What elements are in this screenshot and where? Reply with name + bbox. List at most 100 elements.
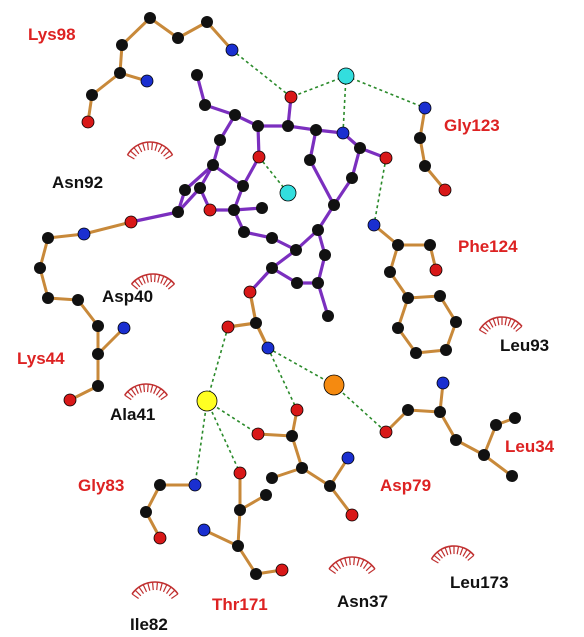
hydrogen-bond: [267, 347, 298, 411]
residue-label-leu34: Leu34: [505, 437, 555, 456]
nitrogen-atom: [140, 74, 154, 88]
contact-ile82: [131, 581, 179, 600]
hydrophobic-spoke: [167, 283, 175, 290]
carbon-atom: [92, 380, 104, 392]
hydrophobic-spoke: [433, 554, 441, 561]
carbon-atom: [312, 224, 324, 236]
hydrogen-bonds: [130, 49, 426, 486]
hydrophobic-spoke: [134, 386, 139, 394]
carbon-atom: [154, 479, 166, 491]
metal-ion: [196, 390, 218, 412]
residue-label-asp40: Asp40: [102, 287, 153, 306]
residue-label-phe124: Phe124: [458, 237, 518, 256]
hydrophobic-spoke: [155, 388, 162, 396]
hydrophobic-spoke: [160, 275, 165, 284]
carbon-atom: [144, 12, 156, 24]
hydrogen-bond: [206, 400, 259, 435]
contact-ala41: [124, 383, 168, 401]
hydrogen-bond: [206, 326, 229, 402]
hydrophobic-spoke: [151, 582, 154, 591]
hydrophobic-spoke: [444, 547, 449, 556]
hydrophobic-spoke: [513, 322, 520, 330]
hydrophobic-spoke: [150, 384, 154, 393]
oxygen-atom: [379, 151, 393, 165]
residue-labels: Lys98 Gly123 Asn92 Phe124 Asp40 Leu93 Ly…: [17, 25, 555, 634]
residue-label-ile82: Ile82: [130, 615, 168, 634]
residue-label-asp79: Asp79: [380, 476, 431, 495]
hydrophobic-spoke: [138, 384, 142, 393]
carbon-atom: [322, 310, 334, 322]
carbon-atom: [229, 109, 241, 121]
hydrogen-bond: [373, 157, 387, 226]
hydrophobic-spoke: [440, 549, 446, 557]
nitrogen-atom: [261, 341, 275, 355]
carbon-atom: [324, 480, 336, 492]
contact-asn37: [328, 556, 376, 575]
oxygen-atom: [81, 115, 95, 129]
oxygen-atom: [63, 393, 77, 407]
carbon-atom: [392, 239, 404, 251]
carbon-atom: [402, 292, 414, 304]
nitrogen-atom: [336, 126, 350, 140]
carbon-atom: [266, 472, 278, 484]
hydrophobic-spoke: [479, 329, 487, 335]
oxygen-atom: [345, 508, 359, 522]
hydrophobic-spoke: [151, 142, 154, 151]
hydrophobic-spoke: [462, 549, 468, 557]
hydrophobic-spoke: [130, 388, 137, 396]
oxygen-atom: [438, 183, 452, 197]
hydrophobic-spoke: [481, 325, 489, 332]
residue-bond: [82, 220, 133, 236]
carbon-atom: [201, 16, 213, 28]
carbon-atom: [250, 568, 262, 580]
hydrogen-bond: [342, 75, 347, 134]
hydrophobic-spoke: [331, 564, 339, 572]
carbon-atom: [440, 344, 452, 356]
ligand-bond: [308, 158, 336, 207]
hydrophobic-spoke: [335, 561, 342, 569]
hydrophobic-spoke: [448, 546, 452, 555]
carbon-atom: [116, 39, 128, 51]
carbon-atom: [250, 317, 262, 329]
hydrophobic-spoke: [368, 568, 376, 575]
nitrogen-atom: [436, 376, 450, 390]
hydrogen-bond: [290, 75, 347, 98]
atoms: [34, 12, 521, 580]
carbon-atom: [310, 124, 322, 136]
hydrophobic-spoke: [496, 317, 500, 326]
nitrogen-atom: [117, 321, 131, 335]
nitrogen-atom: [188, 478, 202, 492]
oxygen-atom: [429, 263, 443, 277]
hydrophobic-spoke: [154, 142, 158, 151]
carbon-atom: [392, 322, 404, 334]
carbon-atom: [232, 540, 244, 552]
oxygen-atom: [233, 466, 247, 480]
hydrophobic-spoke: [131, 593, 139, 600]
carbon-atom: [256, 202, 268, 214]
hydrophobic-spoke: [133, 147, 140, 155]
hydrophobic-spoke: [362, 561, 369, 569]
hydrophobic-spoke: [163, 277, 169, 286]
carbon-atom: [86, 89, 98, 101]
hydrogen-bond: [333, 384, 387, 433]
hydrophobic-spoke: [359, 559, 365, 568]
hydrophobic-spoke: [142, 584, 148, 593]
hydrophobic-spoke: [160, 147, 167, 155]
carbon-atom: [478, 449, 490, 461]
hydrophobic-spoke: [507, 318, 512, 327]
hydrophobic-spoke: [339, 559, 345, 568]
carbon-atom: [319, 249, 331, 261]
residue-label-gly83: Gly83: [78, 476, 124, 495]
carbon-atom: [238, 226, 250, 238]
carbon-atom: [237, 180, 249, 192]
hydrophobic-arc: [124, 383, 168, 396]
nitrogen-atom: [77, 227, 91, 241]
carbon-atom: [402, 404, 414, 416]
carbon-atom: [286, 430, 298, 442]
oxygen-atom: [221, 320, 235, 334]
hydrophobic-spoke: [356, 557, 360, 566]
hydrogen-bond: [206, 400, 241, 474]
hydrophobic-spoke: [484, 322, 491, 330]
residue-label-asn37: Asn37: [337, 592, 388, 611]
carbon-atom: [354, 142, 366, 154]
